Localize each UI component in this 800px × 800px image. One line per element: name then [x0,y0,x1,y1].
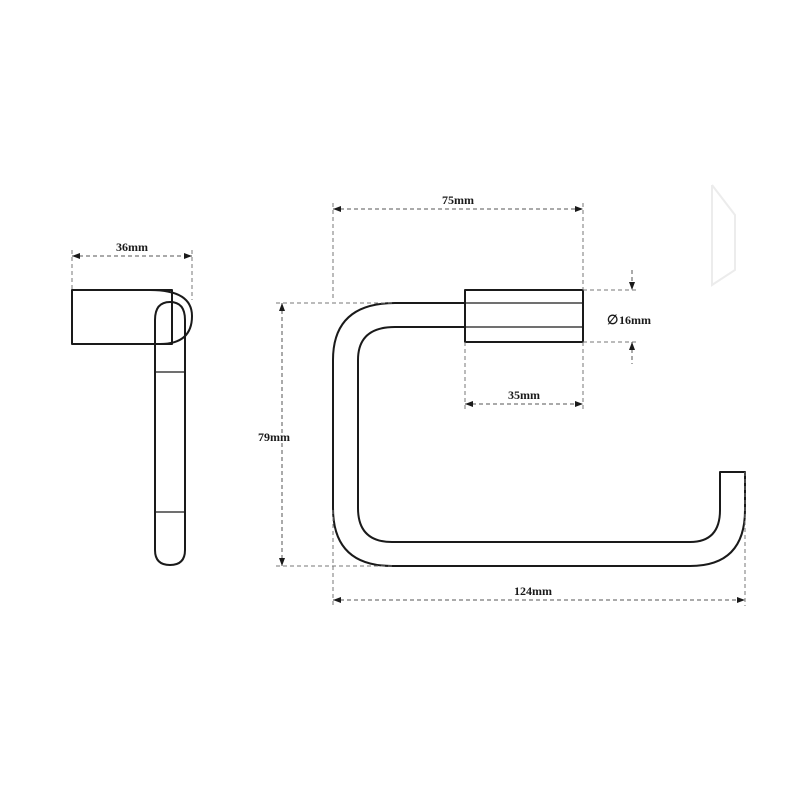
height-arrow-top [279,303,285,311]
side-width-label: 36mm [116,240,148,254]
side-view-mount-cap [149,289,193,345]
diameter-label: 16mm [619,313,651,327]
side-view: 36mm [71,240,193,566]
side-width-arrow-left [72,253,80,259]
diameter-arrow-bottom [629,342,635,350]
total-length-arrow-left [333,597,341,603]
side-view-arm [154,301,186,566]
diameter-symbol: ∅ [607,312,618,327]
overall-width-arrow-right [575,206,583,212]
mount-length-arrow-right [575,401,583,407]
overall-width-label: 75mm [442,193,474,207]
total-length-label: 124mm [514,584,552,598]
watermark-mark [711,184,736,287]
front-view-arm-outline [332,302,746,567]
overall-width-arrow-left [333,206,341,212]
diameter-arrow-top [629,282,635,290]
mount-length-arrow-left [465,401,473,407]
front-view-mount-block [464,289,584,343]
total-length-arrow-right [737,597,745,603]
side-width-arrow-right [184,253,192,259]
front-view: 75mm ∅ 16mm 35mm 79mm 124mm [258,193,746,606]
side-view-mount-block [71,289,173,345]
height-arrow-bottom [279,558,285,566]
height-label: 79mm [258,430,290,444]
mount-length-label: 35mm [508,388,540,402]
